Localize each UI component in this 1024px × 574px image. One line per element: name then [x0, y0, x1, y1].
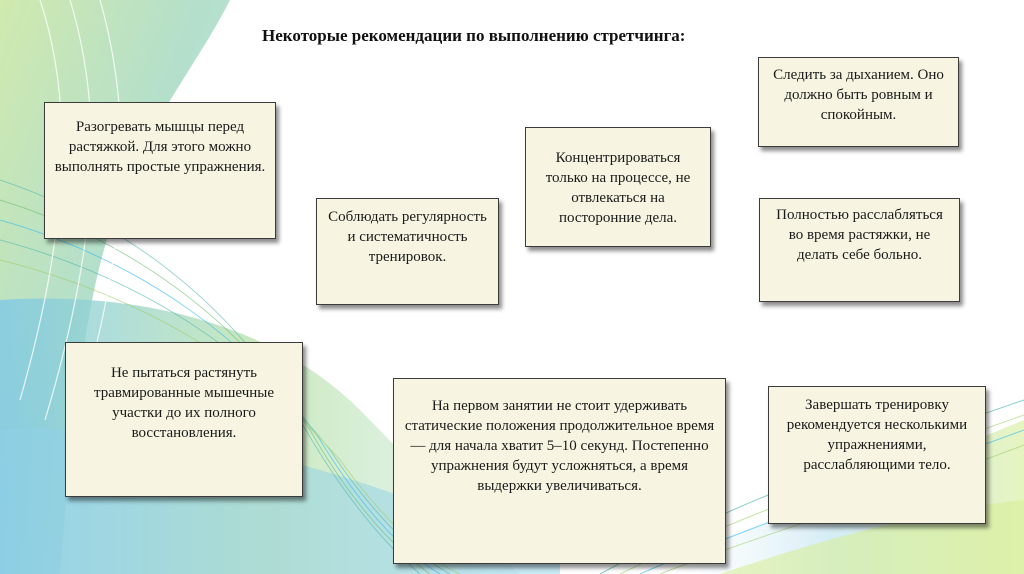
slide-title: Некоторые рекомендации по выполнению стр… — [262, 26, 686, 45]
recommendation-regularity: Соблюдать регулярность и систематичность… — [316, 198, 499, 305]
recommendation-concentration: Концентрироваться только на процессе, не… — [525, 127, 711, 247]
recommendation-relax: Полностью расслабляться во время растяжк… — [759, 198, 960, 302]
recommendation-breathing: Следить за дыханием. Оно должно быть ров… — [758, 57, 959, 147]
recommendation-first-session: На первом занятии не стоит удерживать ст… — [393, 378, 726, 564]
recommendation-injured-muscles: Не пытаться растянуть травмированные мыш… — [65, 342, 303, 497]
recommendation-finish-workout: Завершать тренировку рекомендуется неско… — [768, 386, 986, 524]
recommendation-warm-up: Разогревать мышцы перед растяжкой. Для э… — [44, 102, 276, 239]
